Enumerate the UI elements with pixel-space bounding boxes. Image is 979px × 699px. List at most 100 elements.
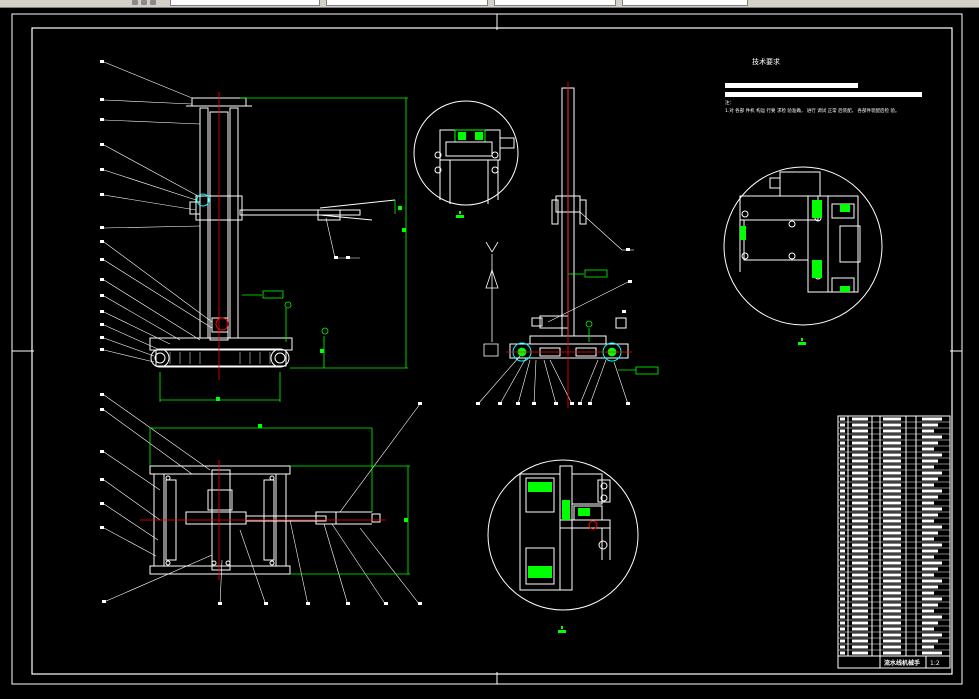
parts-cell-glyph	[883, 489, 901, 493]
top-view-leader-dots	[100, 393, 422, 605]
detail-view-1	[413, 100, 519, 206]
parts-cell-glyph	[883, 507, 901, 511]
parts-cell-glyph	[883, 537, 901, 541]
parts-cell-glyph	[883, 627, 901, 631]
ucs-icon[interactable]	[483, 241, 499, 357]
parts-cell-glyph	[883, 633, 901, 637]
detail-1-label	[456, 211, 464, 218]
parts-cell-glyph	[883, 453, 901, 457]
top-view-dimensions	[149, 427, 410, 575]
parts-cell-glyph	[840, 549, 845, 553]
tech-note-header: 注：	[725, 99, 734, 106]
detail-3-label	[558, 626, 566, 633]
parts-cell-glyph	[852, 483, 868, 487]
parts-cell-glyph	[840, 579, 845, 583]
parts-cell-glyph	[883, 519, 901, 523]
parts-cell-glyph	[922, 465, 934, 469]
detail-2-label	[798, 338, 806, 345]
parts-cell-glyph	[852, 465, 868, 469]
parts-cell-glyph	[840, 501, 845, 505]
parts-cell-glyph	[922, 609, 934, 613]
layer-dropdown[interactable]	[170, 0, 320, 6]
parts-cell-glyph	[852, 477, 868, 481]
parts-cell-glyph	[922, 603, 938, 607]
parts-cell-glyph	[852, 531, 868, 535]
side-view-leader-dots	[476, 248, 632, 405]
parts-cell-glyph	[840, 423, 845, 427]
parts-cell-glyph	[852, 513, 868, 517]
front-view	[103, 61, 396, 368]
parts-cell-glyph	[840, 543, 845, 547]
parts-cell-glyph	[852, 435, 868, 439]
parts-cell-glyph	[922, 639, 938, 643]
parts-cell-glyph	[922, 633, 942, 637]
parts-cell-glyph	[840, 615, 845, 619]
parts-cell-glyph	[840, 597, 845, 601]
color-dropdown[interactable]	[326, 0, 488, 6]
parts-cell-glyph	[883, 555, 901, 559]
parts-cell-glyph	[922, 579, 942, 583]
parts-cell-glyph	[852, 417, 868, 421]
parts-cell-glyph	[883, 477, 901, 481]
parts-cell-glyph	[883, 543, 901, 547]
linetype-dropdown[interactable]	[494, 0, 616, 6]
parts-cell-glyph	[840, 417, 845, 421]
parts-cell-glyph	[922, 627, 934, 631]
front-view-dim-text	[216, 206, 406, 401]
parts-cell-glyph	[840, 441, 845, 445]
tech-note-1: 1.对 各部 件机 构运 行要 求检 验准确， 进行 调试 正常 后装配， 各部…	[725, 107, 899, 114]
parts-cell-glyph	[922, 483, 934, 487]
parts-list-entries	[840, 417, 942, 655]
parts-cell-glyph	[922, 525, 942, 529]
parts-cell-glyph	[922, 567, 938, 571]
parts-cell-glyph	[840, 531, 845, 535]
parts-cell-glyph	[852, 561, 868, 565]
toolbar-icon[interactable]	[132, 0, 138, 5]
parts-cell-glyph	[852, 519, 868, 523]
parts-cell-glyph	[852, 615, 868, 619]
parts-cell-glyph	[840, 627, 845, 631]
crosshair-marks	[12, 14, 962, 684]
parts-cell-glyph	[840, 507, 845, 511]
tech-requirements: 技术要求 注： 1.对 各部 件机 构运 行要 求检 验准确， 进行 调试 正常…	[725, 57, 922, 114]
detail-1-hatch	[458, 132, 483, 140]
detail-view-3	[487, 459, 639, 611]
side-view	[477, 87, 634, 405]
parts-cell-glyph	[922, 561, 942, 565]
front-view-dimensions	[159, 97, 408, 402]
parts-cell-glyph	[922, 573, 934, 577]
parts-cell-glyph	[852, 633, 868, 637]
parts-cell-glyph	[922, 495, 938, 499]
parts-cell-glyph	[840, 429, 845, 433]
lineweight-dropdown[interactable]	[622, 0, 748, 6]
parts-cell-glyph	[922, 519, 934, 523]
parts-cell-glyph	[852, 645, 868, 649]
toolbar-icon[interactable]	[141, 0, 147, 5]
parts-cell-glyph	[852, 459, 868, 463]
parts-cell-glyph	[852, 507, 868, 511]
parts-cell-glyph	[840, 585, 845, 589]
parts-cell-glyph	[852, 423, 868, 427]
parts-cell-glyph	[840, 645, 845, 649]
parts-cell-glyph	[852, 573, 868, 577]
parts-cell-glyph	[852, 447, 868, 451]
parts-cell-glyph	[840, 519, 845, 523]
parts-cell-glyph	[852, 621, 868, 625]
parts-cell-glyph	[922, 489, 942, 493]
parts-cell-glyph	[852, 441, 868, 445]
parts-list	[837, 415, 951, 669]
parts-cell-glyph	[852, 501, 868, 505]
title-block-scale: 1:2	[930, 660, 940, 667]
parts-cell-glyph	[883, 567, 901, 571]
parts-cell-glyph	[840, 513, 845, 517]
parts-cell-glyph	[852, 591, 868, 595]
toolbar-icon[interactable]	[150, 0, 156, 5]
drawing-canvas[interactable]: 技术要求 注： 1.对 各部 件机 构运 行要 求检 验准确， 进行 调试 正常…	[0, 8, 979, 699]
parts-cell-glyph	[922, 651, 942, 655]
parts-cell-glyph	[922, 645, 934, 649]
parts-cell-glyph	[840, 459, 845, 463]
parts-cell-glyph	[852, 549, 868, 553]
parts-cell-glyph	[840, 483, 845, 487]
parts-cell-glyph	[852, 471, 868, 475]
parts-cell-glyph	[922, 447, 934, 451]
